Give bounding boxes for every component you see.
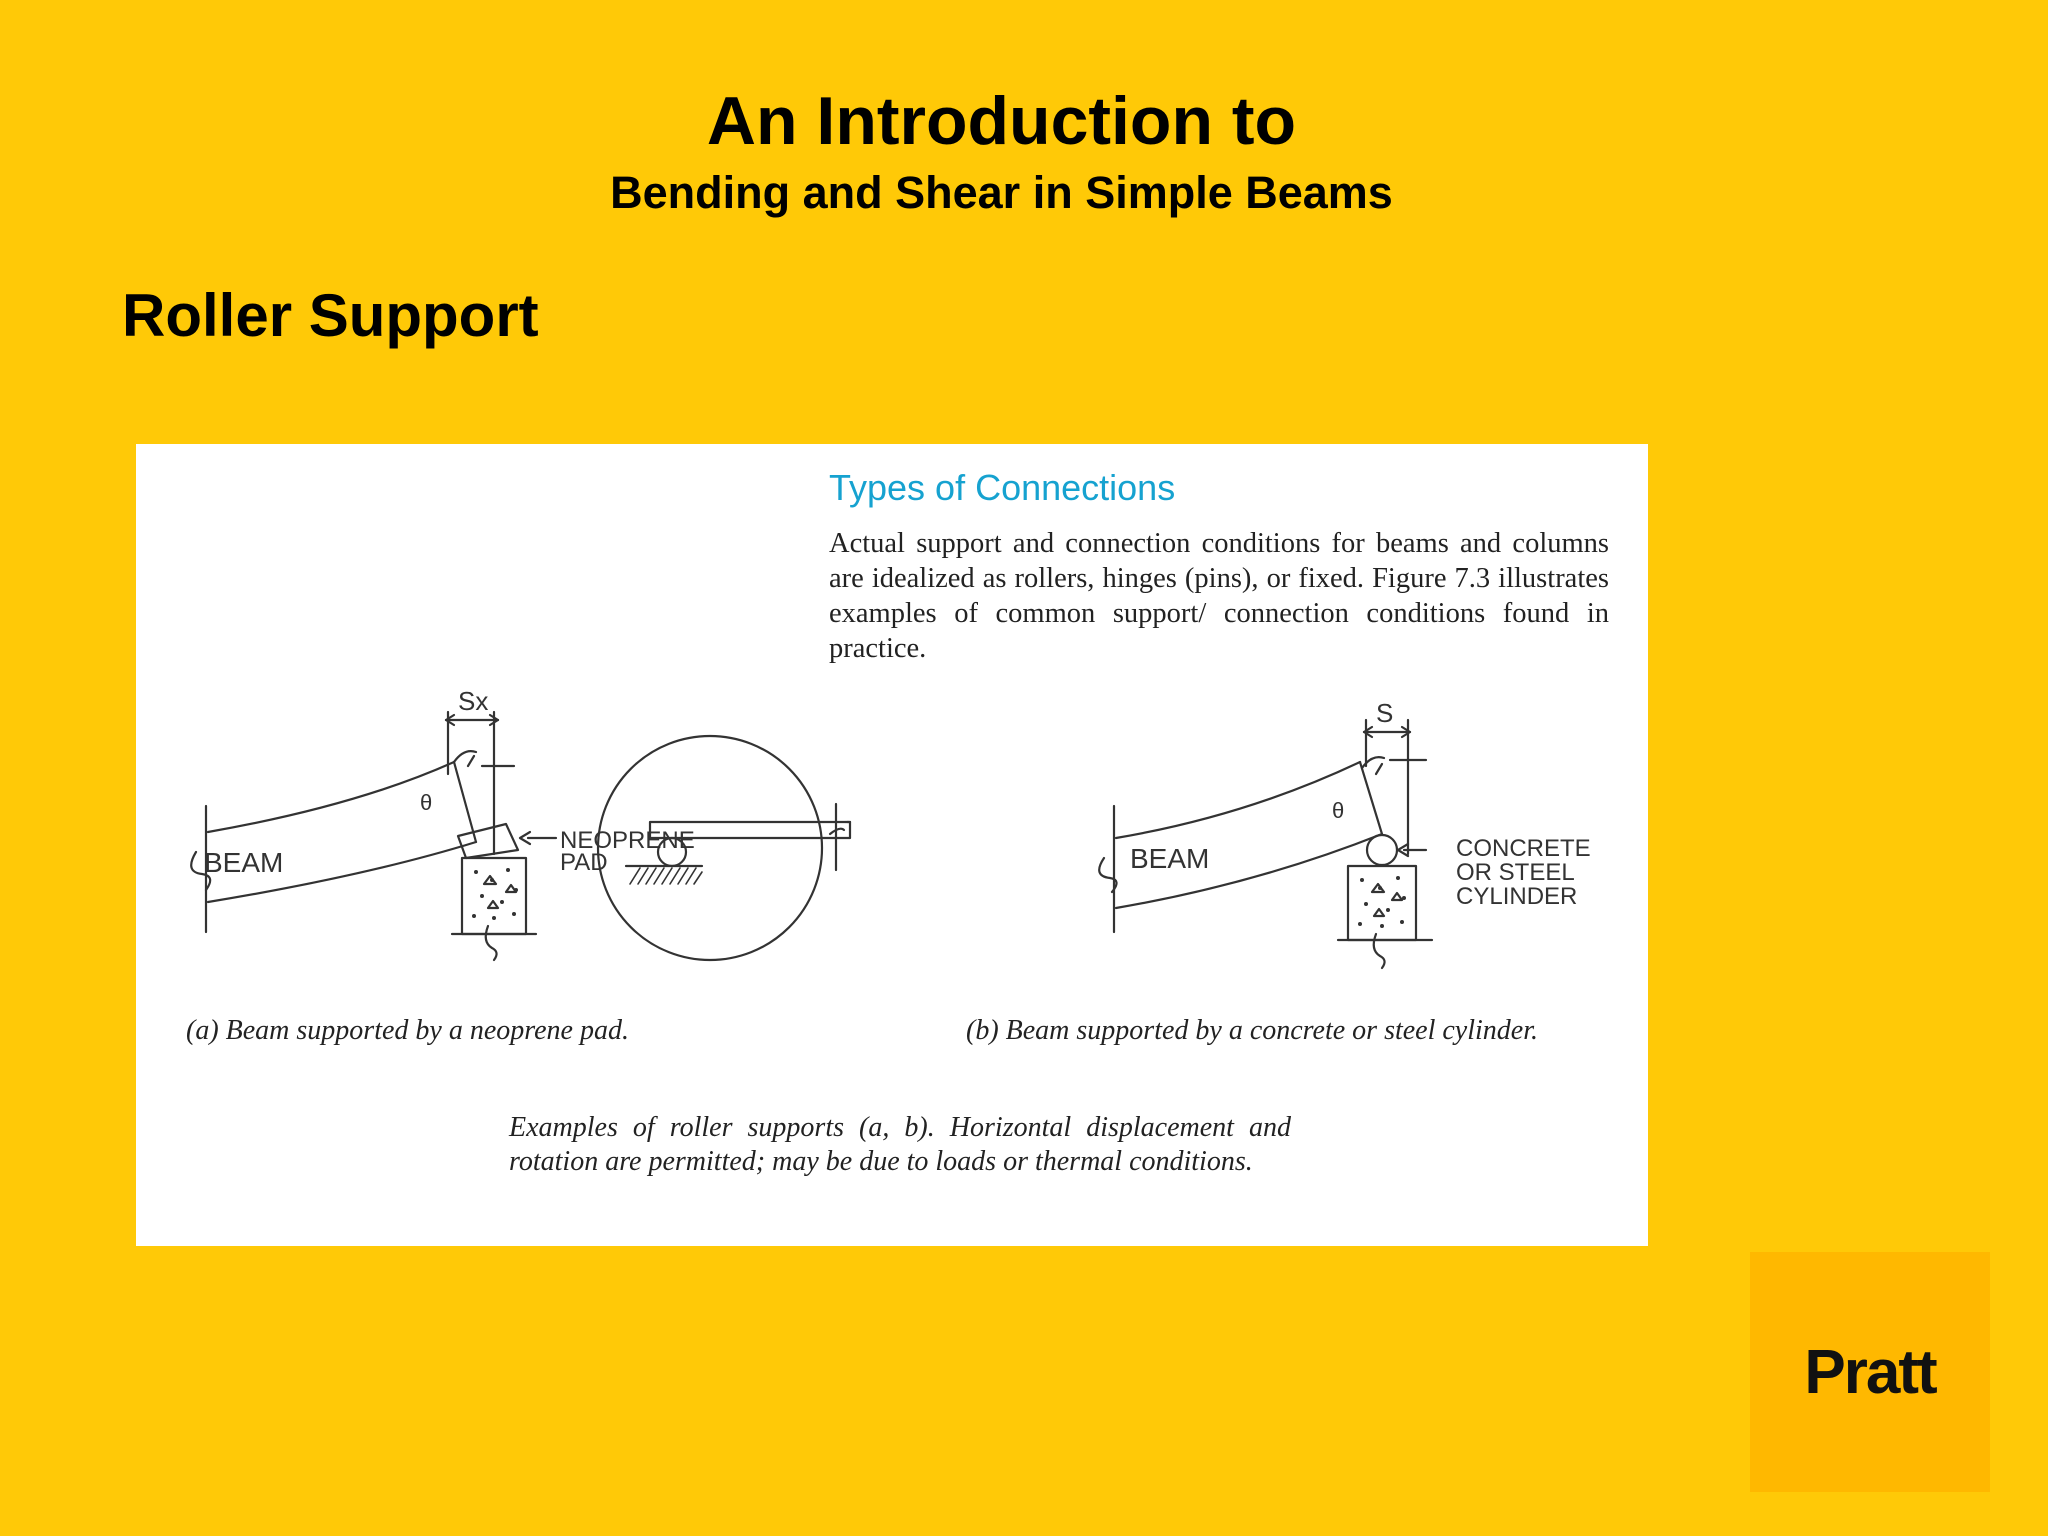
slide-subtitle: Bending and Shear in Simple Beams xyxy=(610,167,1393,218)
sketch-b-beam-label: BEAM xyxy=(1130,843,1209,874)
caption-b: (b) Beam supported by a concrete or stee… xyxy=(966,1015,1539,1046)
sketch-a: BEAM Sx θ NEOPRENE PAD xyxy=(190,686,695,962)
caption-a: (a) Beam supported by a neoprene pad. xyxy=(186,1015,629,1046)
circle-content-visible xyxy=(624,802,852,885)
section-heading: Roller Support xyxy=(122,282,539,349)
figure-paragraph: Actual support and connection conditions… xyxy=(829,528,1609,664)
sketch-a-beam-label: BEAM xyxy=(204,847,283,878)
sketch-a-angle-label: θ xyxy=(420,790,432,815)
sketch-b-label-line3: CYLINDER xyxy=(1456,883,1577,910)
sketch-b-label-line2: OR STEEL xyxy=(1456,859,1575,886)
sketch-b-displacement-label: S xyxy=(1376,698,1393,728)
figure-caption: Examples of roller supports (a, b). Hori… xyxy=(509,1112,1291,1177)
sketch-b-angle-label: θ xyxy=(1332,798,1344,823)
pratt-logo-text: Pratt xyxy=(1804,1338,1937,1407)
figure-image: Types of Connections Actual support and … xyxy=(136,444,1648,1246)
sketch-a-pad-label-line1: NEOPRENE xyxy=(560,827,695,854)
sketch-b: BEAM S θ CONCRETE OR STEEL CYLINDER xyxy=(1098,698,1591,970)
figure-section-title: Types of Connections xyxy=(829,467,1176,508)
pratt-logo: Pratt xyxy=(1750,1252,1990,1492)
slide-title: An Introduction to xyxy=(706,83,1297,159)
sketch-b-label-line1: CONCRETE xyxy=(1456,835,1591,862)
roller-support-sketches: BEAM Sx θ NEOPRENE PAD xyxy=(190,686,1591,970)
sketch-a-displacement-label: Sx xyxy=(458,686,488,716)
